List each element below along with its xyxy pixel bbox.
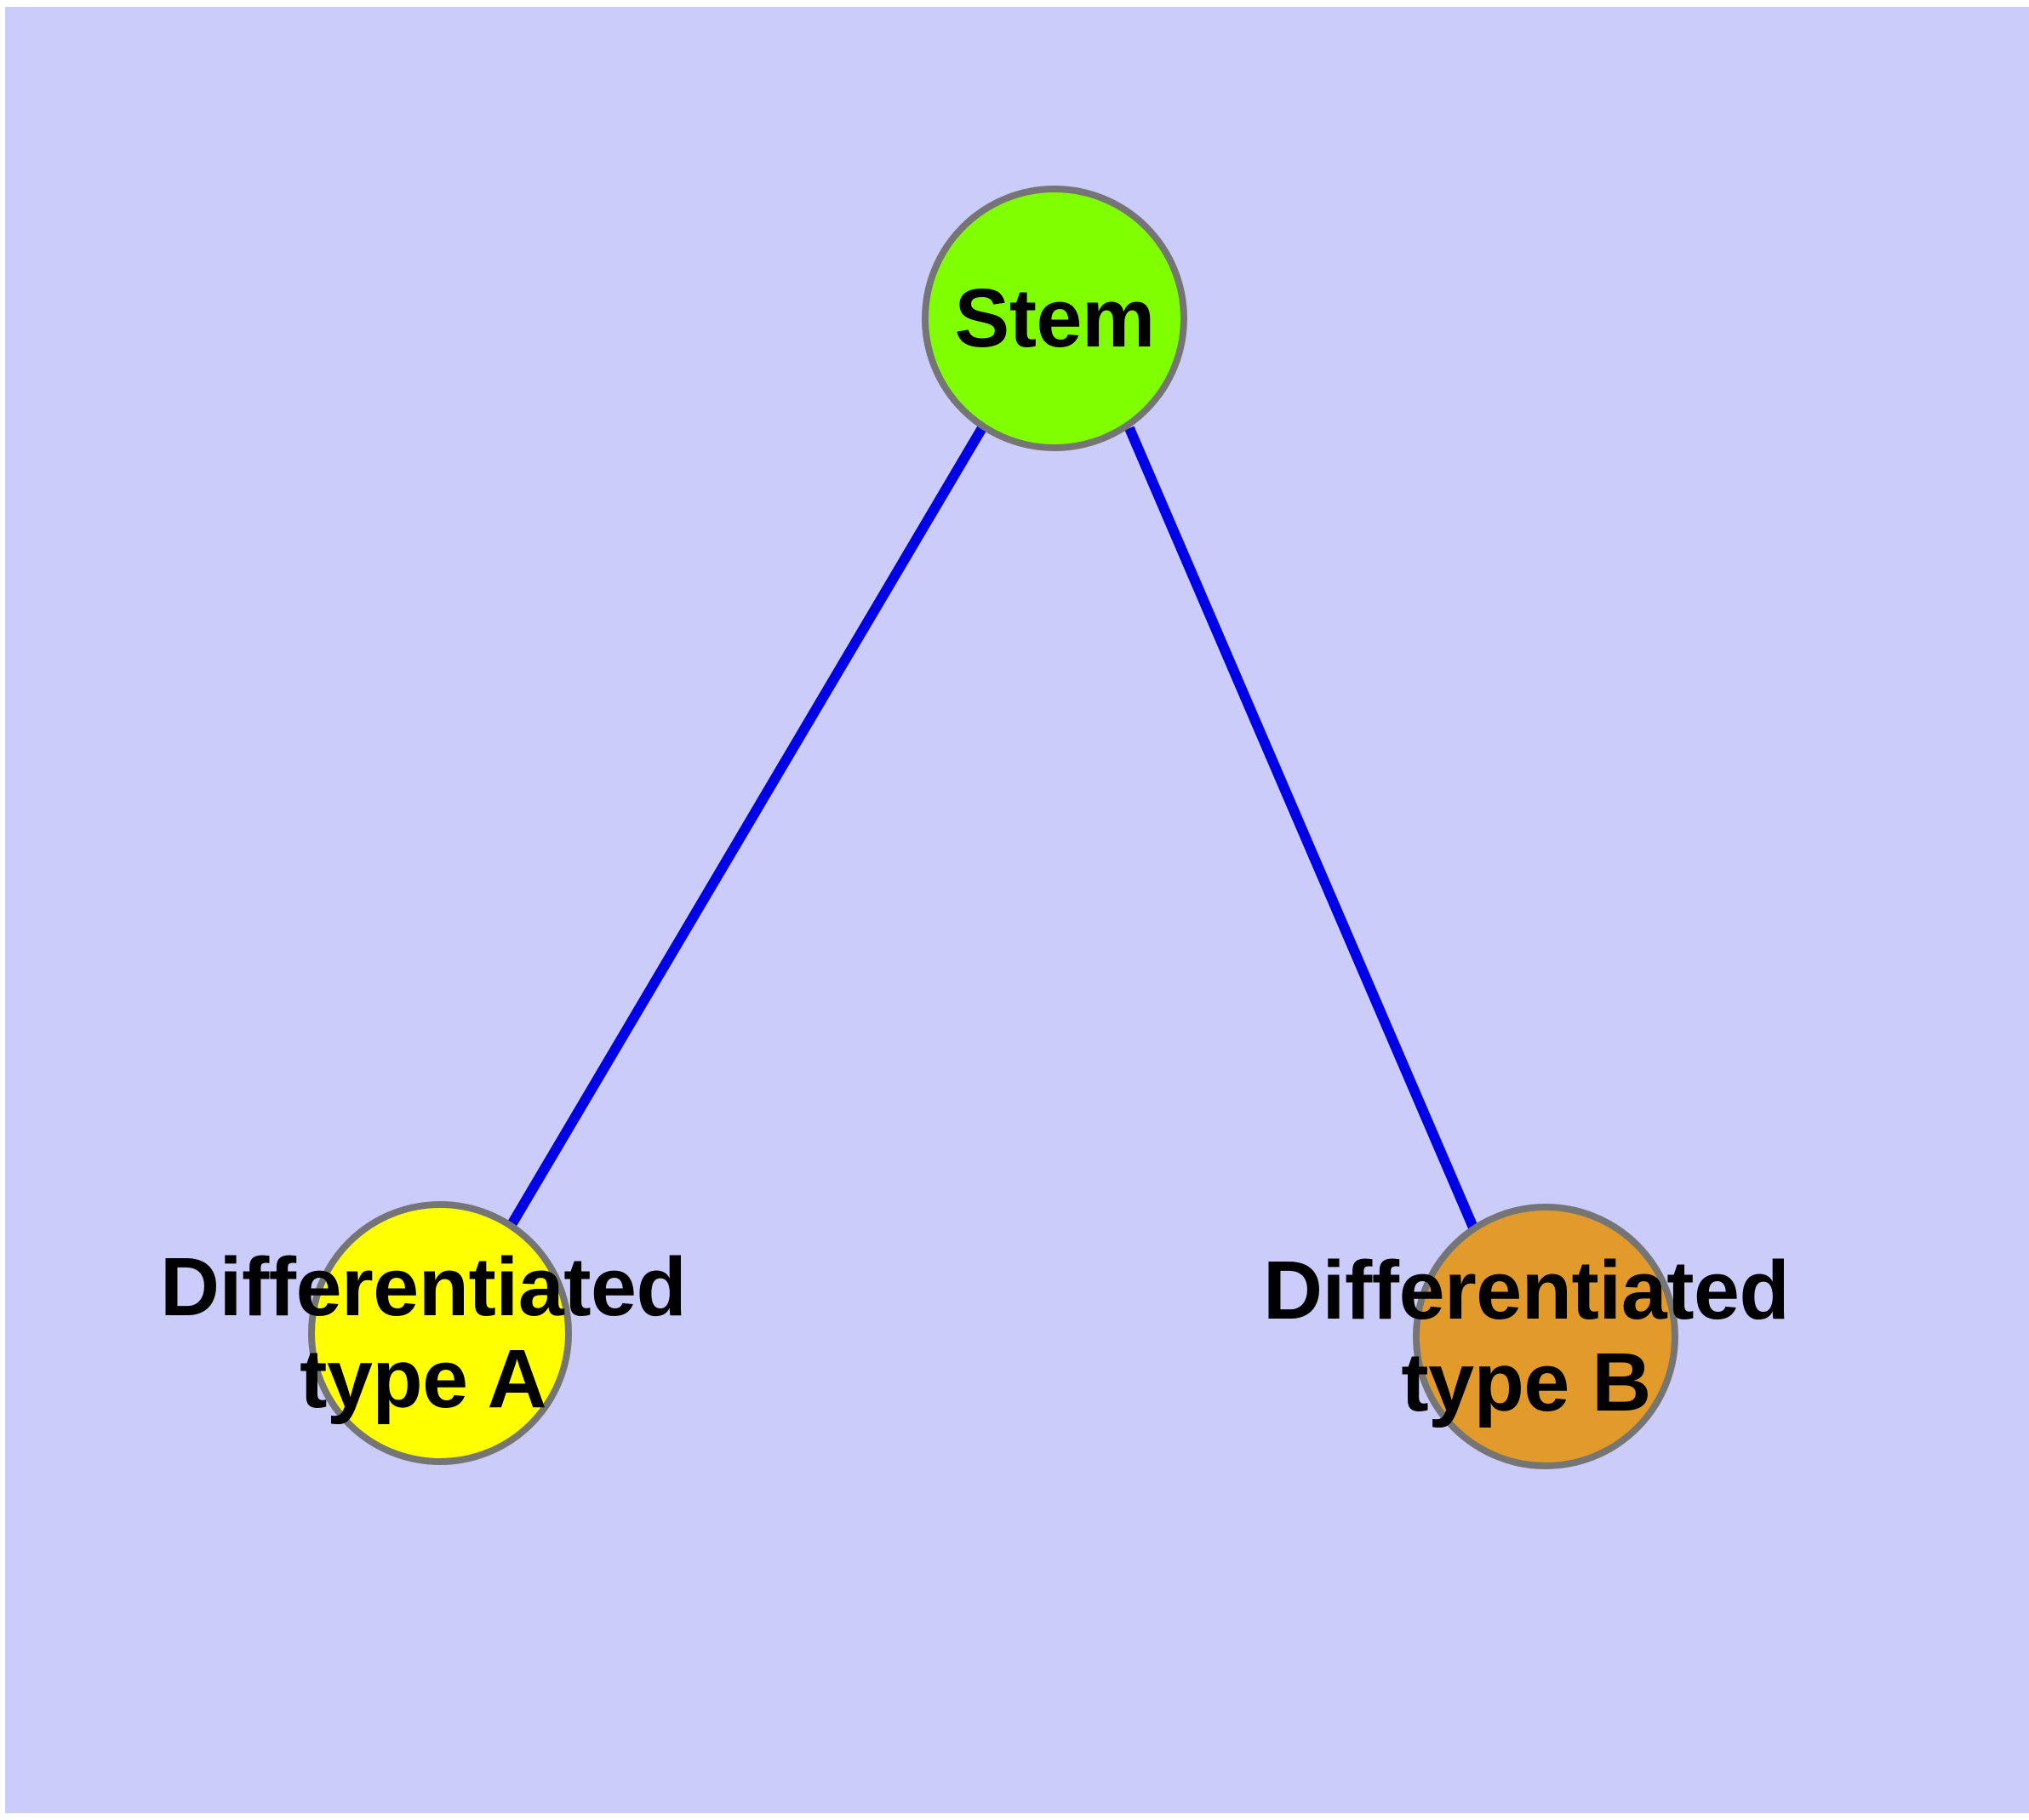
- graph-node-diff_a[interactable]: [308, 1201, 572, 1465]
- graph-edge-stem-to-diff-b[interactable]: [1124, 426, 1478, 1230]
- graph-node-stem[interactable]: [922, 186, 1187, 451]
- nodes-group: [308, 186, 1678, 1469]
- graph-edge-stem-to-diff-a[interactable]: [507, 423, 988, 1227]
- edges-group: [507, 423, 1478, 1230]
- graph-node-diff_b[interactable]: [1413, 1204, 1678, 1469]
